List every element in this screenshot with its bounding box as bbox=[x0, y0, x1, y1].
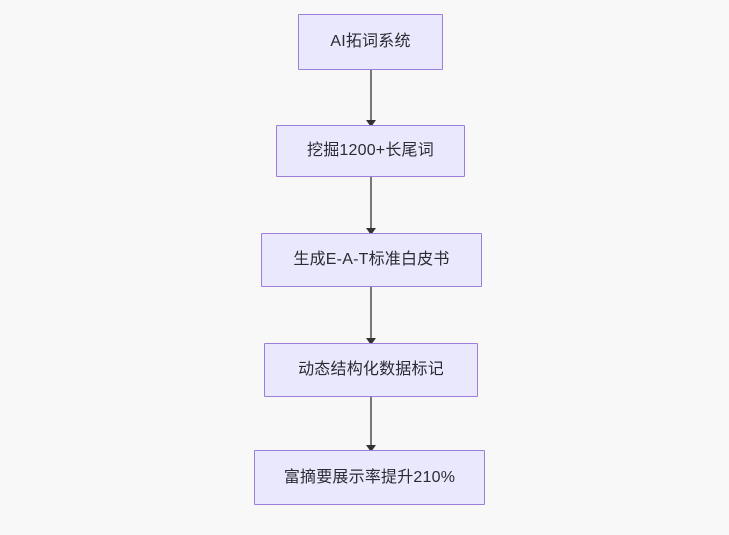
flow-node-mine-longtail-keywords[interactable]: 挖掘1200+长尾词 bbox=[276, 125, 465, 177]
flow-node-dynamic-structured-data-markup[interactable]: 动态结构化数据标记 bbox=[264, 343, 478, 397]
flow-node-label: 生成E-A-T标准白皮书 bbox=[293, 251, 450, 269]
flow-node-ai-keyword-system[interactable]: AI拓词系统 bbox=[298, 14, 443, 70]
flow-node-generate-eat-whitepaper[interactable]: 生成E-A-T标准白皮书 bbox=[261, 233, 482, 287]
flow-node-label: 富摘要展示率提升210% bbox=[283, 468, 456, 486]
flow-node-label: 挖掘1200+长尾词 bbox=[307, 142, 434, 160]
flow-node-label: 动态结构化数据标记 bbox=[298, 361, 444, 379]
flow-node-label: AI拓词系统 bbox=[330, 33, 411, 51]
flow-node-rich-snippet-impression-uplift[interactable]: 富摘要展示率提升210% bbox=[254, 450, 485, 505]
